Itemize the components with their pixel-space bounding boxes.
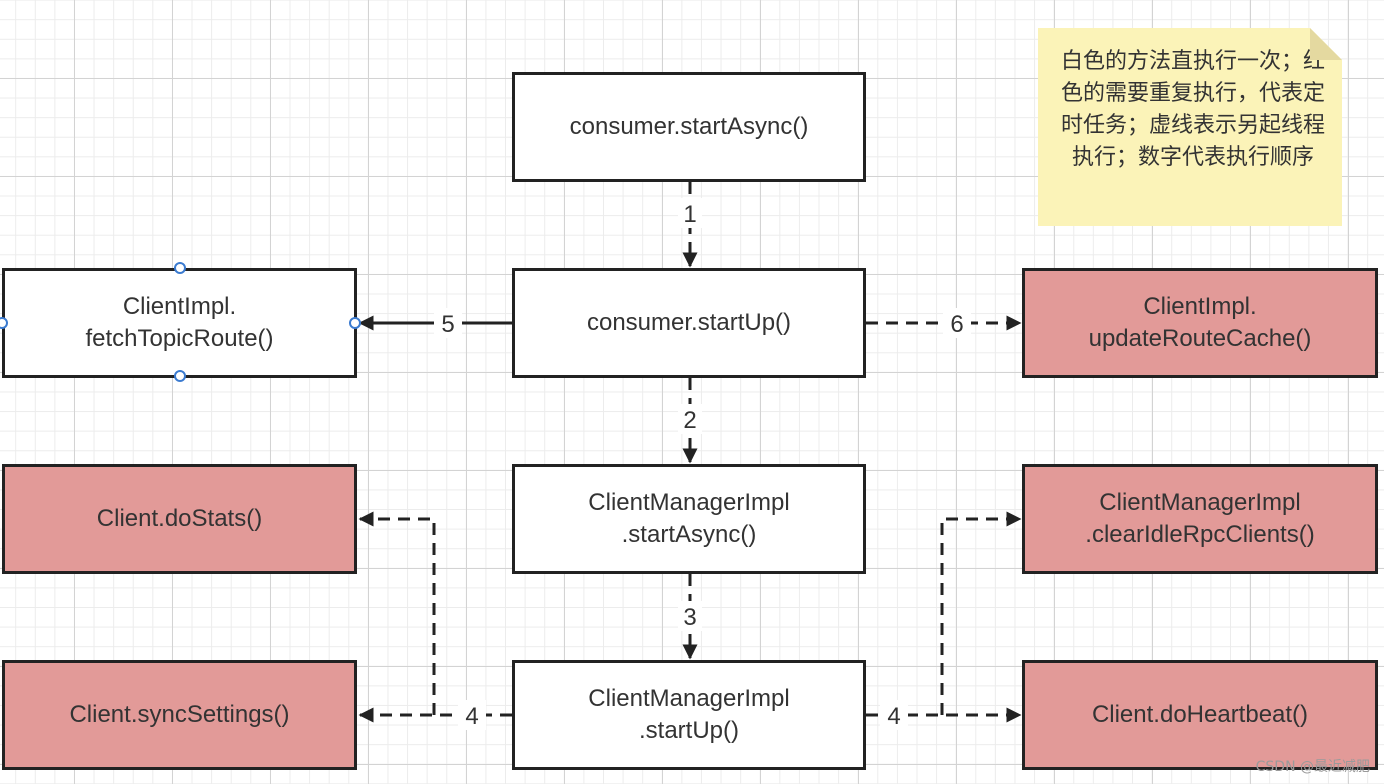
edge-label-1: 1 [683, 201, 696, 228]
node-label: Client.syncSettings() [69, 701, 290, 728]
node-client-manager-start-up[interactable]: ClientManagerImpl .startUp() [512, 660, 866, 770]
node-update-route-cache[interactable]: ClientImpl. updateRouteCache() [1022, 268, 1378, 378]
selection-handle-left[interactable] [0, 317, 8, 329]
node-label: ClientManagerImpl .clearIdleRpcClients() [1085, 489, 1315, 548]
node-label: consumer.startAsync() [569, 113, 809, 140]
node-consumer-start-async[interactable]: consumer.startAsync() [512, 72, 866, 182]
node-label: Client.doStats() [96, 505, 263, 532]
edge-label-4-right: 4 [887, 703, 900, 730]
node-label: consumer.startUp() [586, 309, 792, 336]
legend-note-text: 白色的方法直执行一次；红色的需要重复执行，代表定时任务；虚线表示另起线程执行；数… [1060, 49, 1325, 170]
node-label: Client.doHeartbeat() [1091, 701, 1309, 728]
node-consumer-start-up[interactable]: consumer.startUp() [512, 268, 866, 378]
node-do-heartbeat[interactable]: Client.doHeartbeat() [1022, 660, 1378, 770]
legend-note[interactable]: 白色的方法直执行一次；红色的需要重复执行，代表定时任务；虚线表示另起线程执行；数… [1038, 28, 1342, 226]
node-label: ClientManagerImpl .startAsync() [588, 489, 790, 548]
node-client-manager-start-async[interactable]: ClientManagerImpl .startAsync() [512, 464, 866, 574]
node-do-stats[interactable]: Client.doStats() [2, 464, 357, 574]
node-label: ClientImpl. updateRouteCache() [1088, 293, 1312, 352]
selection-handle-right[interactable] [349, 317, 361, 329]
node-sync-settings[interactable]: Client.syncSettings() [2, 660, 357, 770]
selection-handle-top[interactable] [174, 262, 186, 274]
node-label: ClientManagerImpl .startUp() [588, 685, 790, 744]
edge-label-4-left: 4 [465, 703, 478, 730]
watermark: CSDN @最近减肥 [1255, 759, 1370, 775]
node-clear-idle-rpc-clients[interactable]: ClientManagerImpl .clearIdleRpcClients() [1022, 464, 1378, 574]
edge-4-to-clear-idle [940, 511, 1022, 715]
edge-label-5: 5 [441, 311, 454, 338]
edge-label-6: 6 [950, 311, 963, 338]
selection-handle-bottom[interactable] [174, 370, 186, 382]
edge-4-to-do-stats [358, 511, 436, 715]
node-label: ClientImpl. fetchTopicRoute() [85, 293, 274, 352]
edge-label-3: 3 [683, 604, 696, 631]
edge-label-2: 2 [683, 407, 696, 434]
node-fetch-topic-route[interactable]: ClientImpl. fetchTopicRoute() [2, 268, 357, 378]
